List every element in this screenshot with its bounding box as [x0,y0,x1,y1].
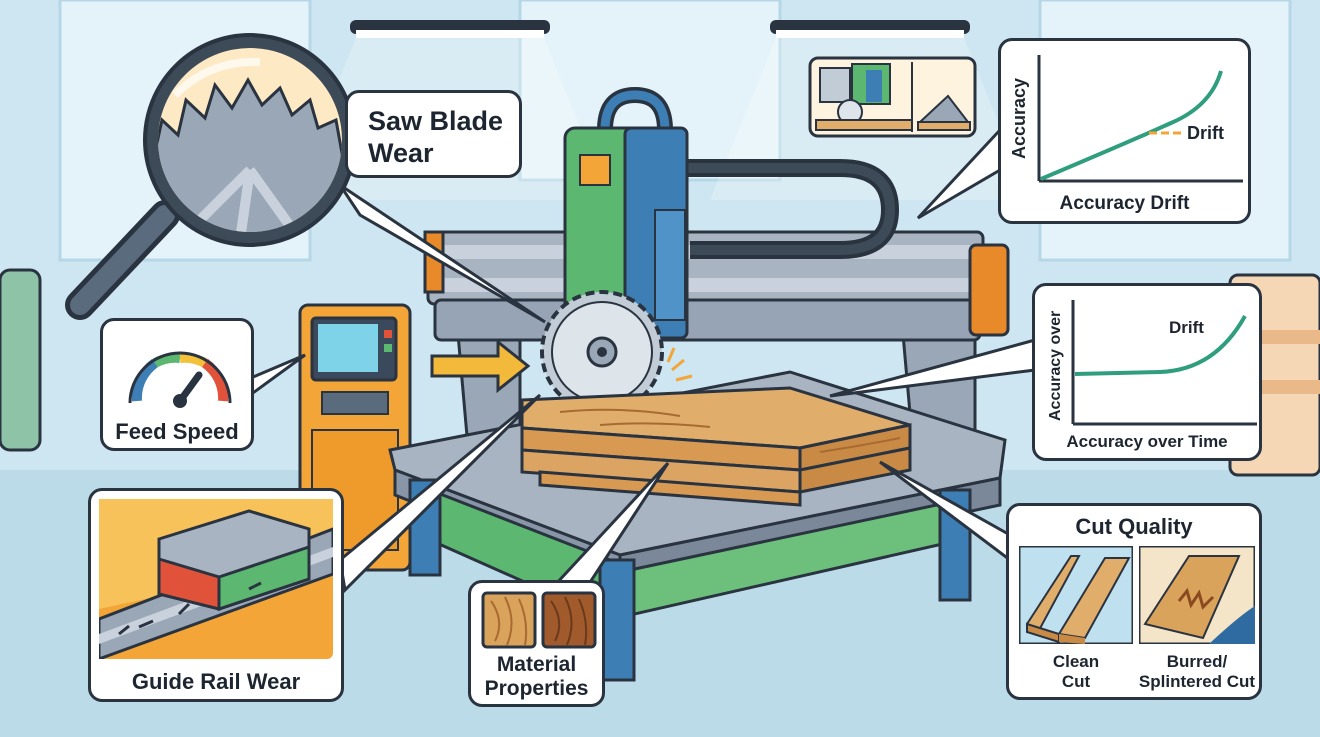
guide-rail-wear-callout: Guide Rail Wear [88,488,344,702]
accuracy-drift-ylabel: Accuracy [1009,77,1029,159]
accuracy-time-title: Accuracy over Time [1066,432,1228,451]
feed-speed-callout: Feed Speed [100,318,254,451]
wood-samples [481,591,597,649]
material-properties-callout: Material Properties [468,580,605,707]
cut-quality-panel: Cut Quality Clean Cut Burred/ Splintered… [1006,503,1262,700]
accuracy-drift-chart-panel: Accuracy Drift Accuracy Drift [998,38,1251,224]
accuracy-time-plot [1071,300,1257,426]
clean-cut-label: Clean Cut [1052,652,1100,691]
magnifier-icon [65,33,357,320]
mini-saw-illustration [808,56,977,138]
clean-cut-illustration [1019,546,1133,644]
cut-quality-title: Cut Quality [1075,514,1193,539]
feed-speed-label: Feed Speed [115,419,239,444]
burred-cut-illustration [1139,546,1255,644]
saw-blade-illustration [540,290,664,414]
callout-pointers [244,126,1037,594]
guide-rail-wear-label: Guide Rail Wear [131,669,301,694]
accuracy-drift-annotation: Drift [1187,123,1224,143]
accuracy-time-annotation: Drift [1169,318,1204,337]
accuracy-time-ylabel: Accuracy over [1047,310,1064,421]
material-properties-label: Material Properties [484,653,589,700]
saw-blade-wear-callout: Saw Blade Wear [345,90,522,178]
saw-blade-wear-label: Saw Blade Wear [368,106,504,168]
accuracy-drift-title: Accuracy Drift [1059,193,1190,214]
burred-cut-label: Burred/ Splintered Cut [1138,652,1256,691]
accuracy-time-chart-panel: Accuracy over Drift Accuracy over Time [1032,283,1262,461]
saw-carriage [563,86,689,340]
guide-rail-closeup [99,499,333,659]
speedometer-icon [128,351,232,408]
accuracy-drift-plot [1037,55,1243,183]
